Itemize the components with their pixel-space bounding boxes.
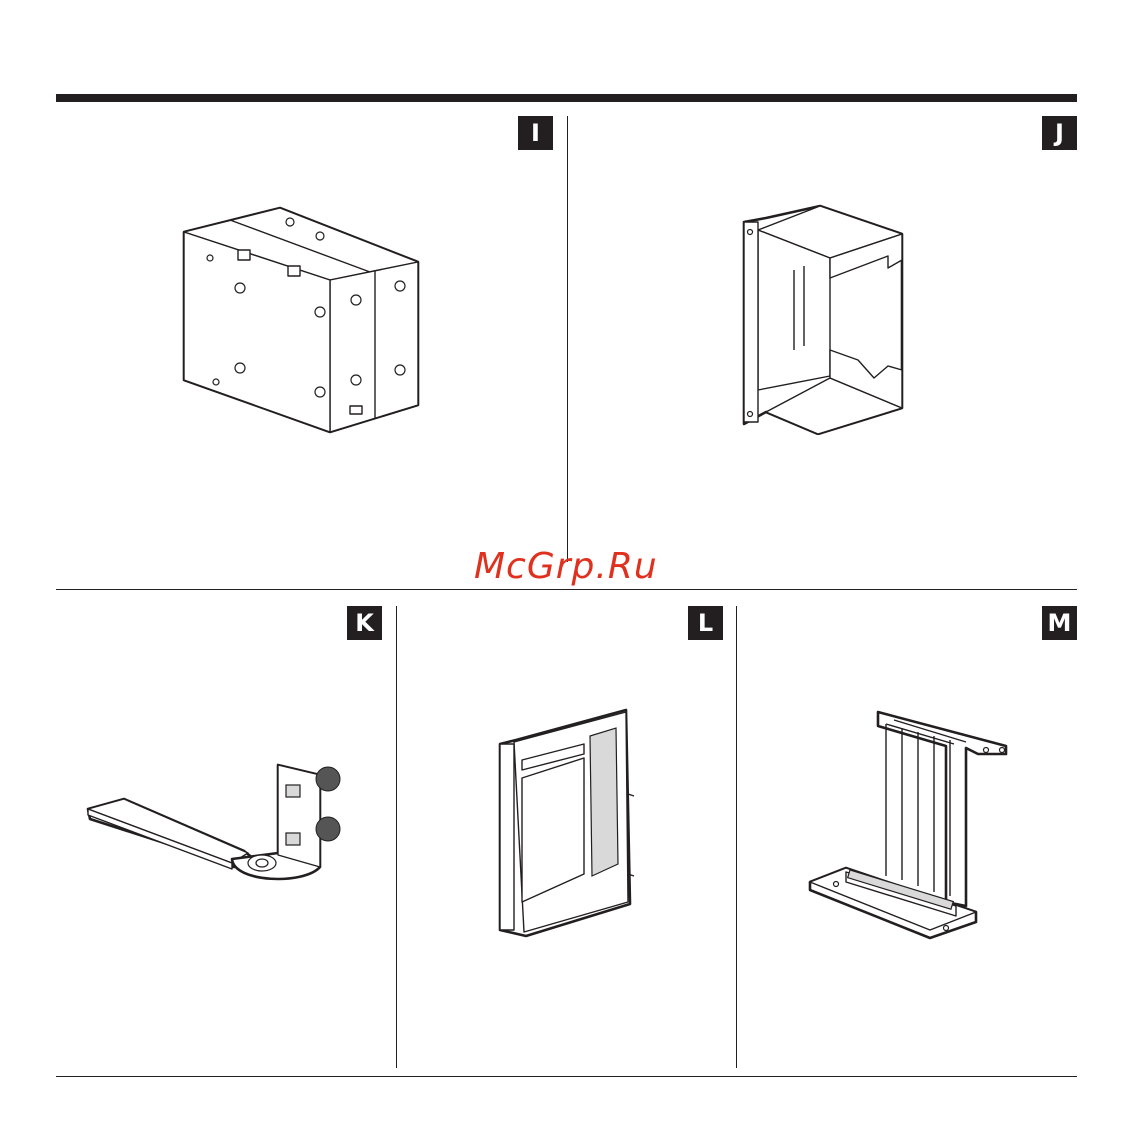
panel-m-label: M — [1042, 606, 1077, 640]
drive-cage-illustration — [170, 200, 440, 445]
panel-i-label: I — [518, 116, 553, 150]
column-divider-bottom-right — [736, 606, 737, 1068]
row-divider — [56, 589, 1077, 590]
column-divider-bottom-left — [396, 606, 397, 1068]
header-rule — [56, 94, 1077, 102]
panel-j-label: J — [1042, 116, 1077, 150]
riser-cable-illustration — [806, 706, 1016, 942]
watermark: McGrp.Ru — [474, 546, 658, 587]
footer-rule — [56, 1076, 1077, 1077]
panel-l-label: L — [688, 606, 723, 640]
vent-grid — [590, 728, 618, 876]
support-arm-illustration — [84, 755, 344, 890]
vented-bracket-illustration — [496, 704, 636, 939]
bracket-illustration — [738, 200, 918, 435]
column-divider-top — [567, 116, 568, 562]
panel-k-label: K — [347, 606, 382, 640]
